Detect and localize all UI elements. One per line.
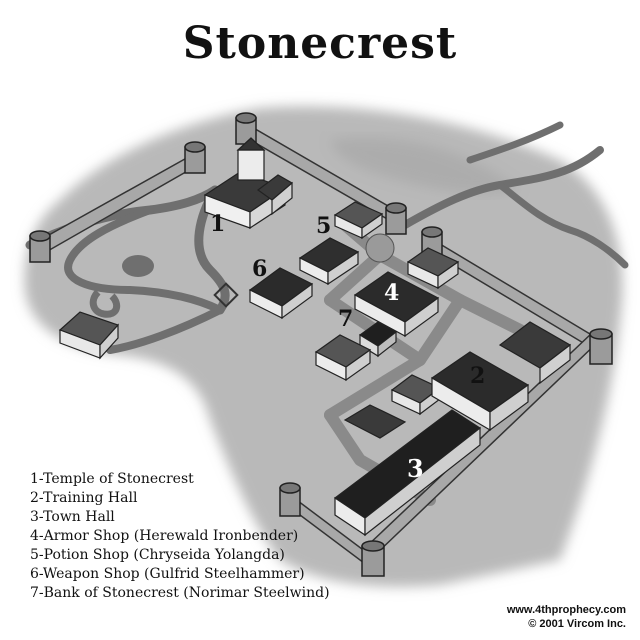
- label-training-hall: 2: [470, 363, 485, 389]
- house-north: [333, 201, 384, 240]
- label-potion-shop: 5: [316, 213, 331, 239]
- legend-item: 1-Temple of Stonecrest: [30, 471, 194, 487]
- credits-copyright: © 2001 Vircom Inc.: [528, 618, 626, 630]
- legend-item: 5-Potion Shop (Chryseida Yolangda): [30, 547, 285, 563]
- legend-item: 4-Armor Shop (Herewald Ironbender): [30, 528, 299, 544]
- fountain-plaza: [365, 233, 395, 263]
- tower-southwest: [279, 482, 301, 517]
- ground-detail: [330, 137, 520, 195]
- pond: [122, 255, 154, 277]
- town-square: [213, 282, 239, 308]
- legend-item: 3-Town Hall: [30, 509, 115, 525]
- label-weapon-shop: 6: [252, 256, 267, 282]
- bank-building: [314, 321, 398, 382]
- legend-item: 2-Training Hall: [30, 490, 138, 506]
- map-legend: 1-Temple of Stonecrest 2-Training Hall 3…: [30, 470, 330, 603]
- house-east-gate: [406, 247, 460, 290]
- temple-building: [203, 137, 294, 230]
- legend-item: 7-Bank of Stonecrest (Norimar Steelwind): [30, 585, 330, 601]
- weapon-shop-building: [248, 267, 314, 320]
- label-bank: 7: [338, 306, 353, 332]
- house-west: [58, 311, 120, 360]
- legend-item: 6-Weapon Shop (Gulfrid Steelhammer): [30, 566, 305, 582]
- credits-url: www.4thprophecy.com: [506, 604, 626, 616]
- potion-shop-building: [298, 237, 360, 286]
- label-temple: 1: [210, 211, 225, 237]
- tower-gate-left: [385, 202, 407, 235]
- tower-east: [589, 328, 613, 365]
- label-armor-shop: 4: [384, 280, 399, 306]
- credits: www.4thprophecy.com © 2001 Vircom Inc.: [507, 603, 626, 631]
- tower-northwest: [29, 230, 51, 263]
- label-town-hall: 3: [407, 454, 424, 483]
- training-hall-building: [430, 321, 572, 432]
- pond-loop: [89, 289, 121, 318]
- armor-shop-building: [353, 271, 440, 338]
- town-hall-building: [333, 404, 482, 537]
- map-title: Stonecrest: [182, 18, 458, 69]
- tower-north-left: [184, 141, 206, 174]
- tower-south: [361, 540, 385, 577]
